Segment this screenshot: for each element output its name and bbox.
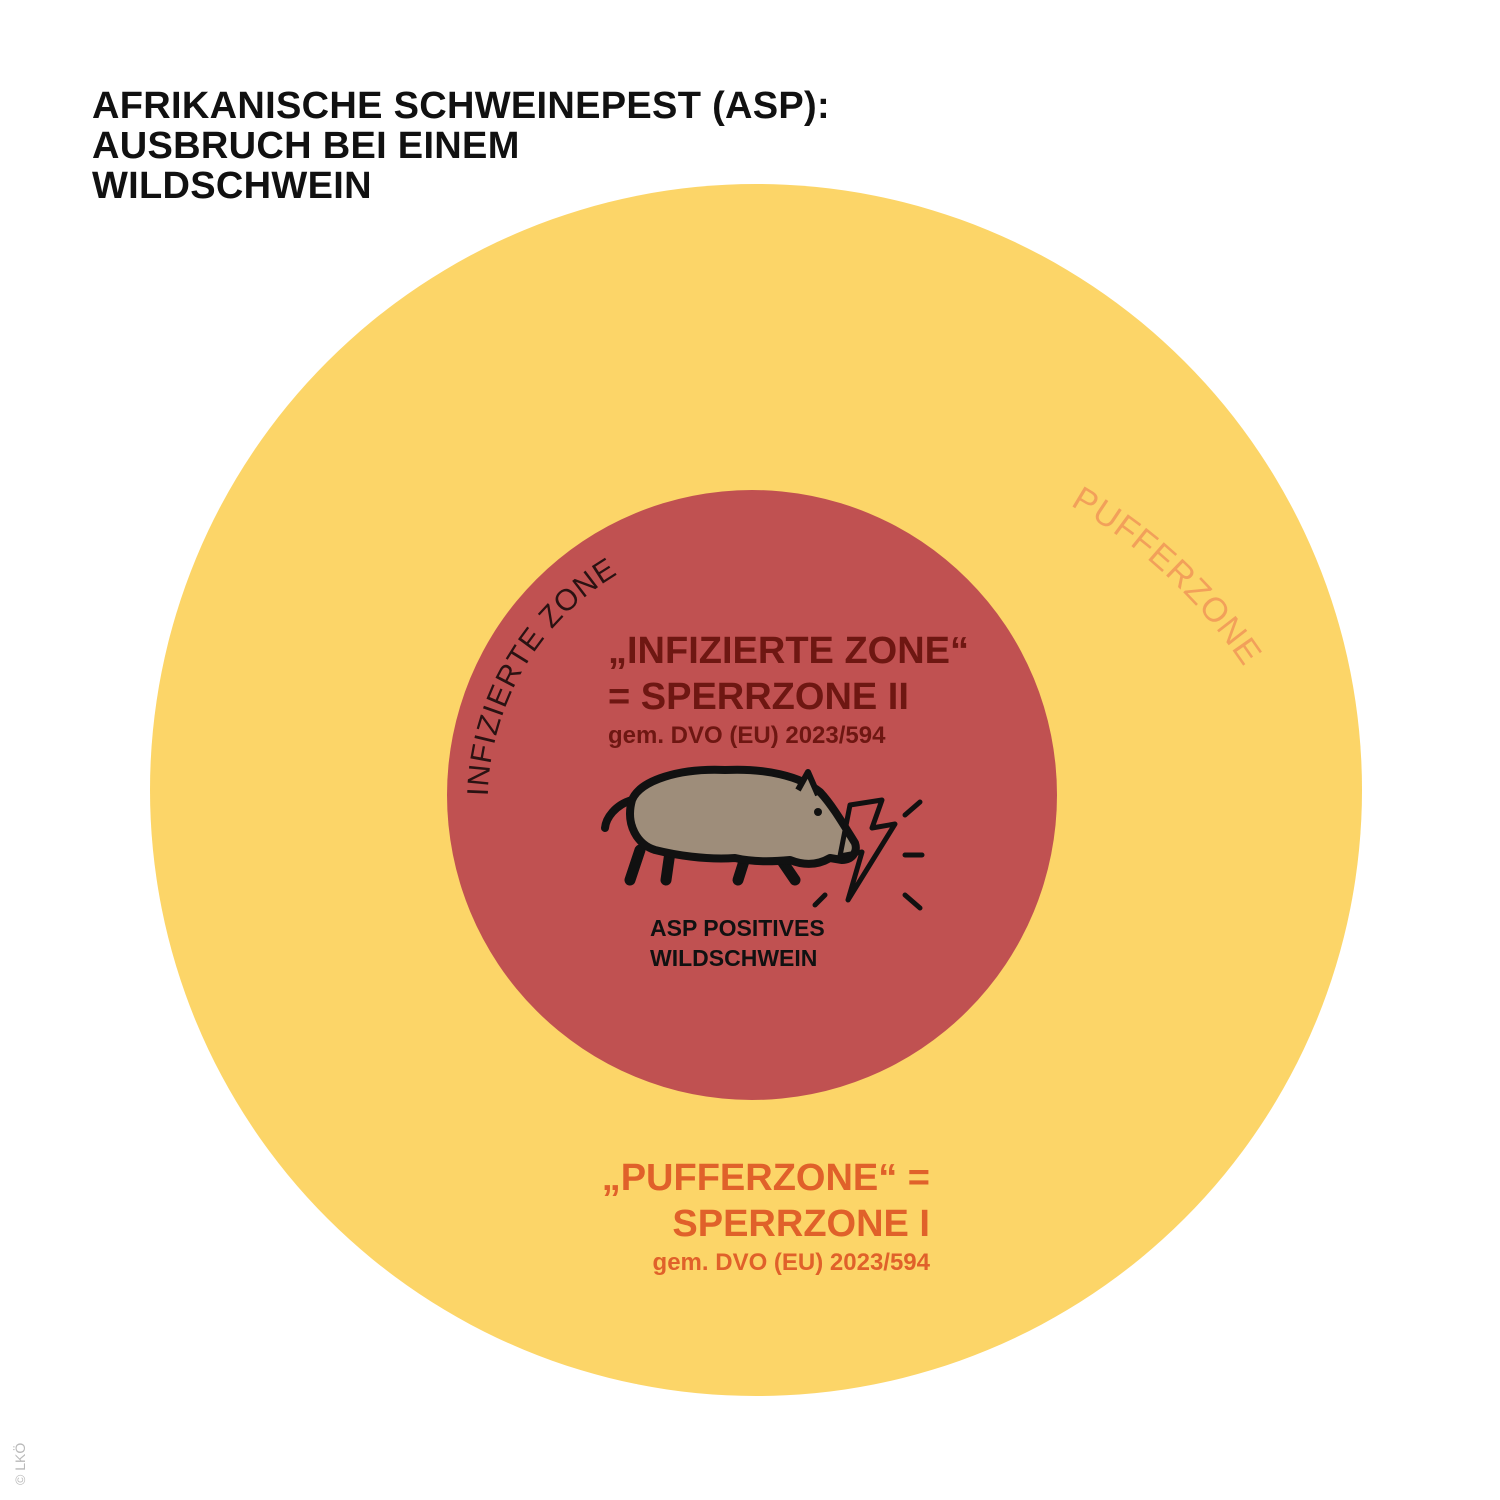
pufferzone-label-line2: SPERRZONE I <box>672 1203 930 1245</box>
title-line-2: AUSBRUCH BEI EINEM <box>92 125 520 167</box>
infizierte-zone-label-line1: „INFIZIERTE ZONE“ <box>608 630 969 672</box>
pufferzone-label: „PUFFERZONE“ = SPERRZONE I gem. DVO (EU)… <box>602 1155 930 1279</box>
pufferzone-regulation: gem. DVO (EU) 2023/594 <box>652 1249 930 1276</box>
pufferzone-label-line1: „PUFFERZONE“ = <box>601 1157 930 1199</box>
title-line-3: WILDSCHWEIN <box>92 165 372 207</box>
page-title: AFRIKANISCHE SCHWEINEPEST (ASP): AUSBRUC… <box>92 86 830 206</box>
infizierte-zone-label-line2: = SPERRZONE II <box>608 676 909 718</box>
boar-label-line1: ASP POSITIVES <box>650 915 825 941</box>
copyright-notice: © LKÖ <box>12 1442 28 1485</box>
boar-label: ASP POSITIVES WILDSCHWEIN <box>650 913 825 973</box>
infizierte-zone-label: „INFIZIERTE ZONE“ = SPERRZONE II gem. DV… <box>608 628 969 752</box>
boar-label-line2: WILDSCHWEIN <box>650 945 818 971</box>
title-line-1: AFRIKANISCHE SCHWEINEPEST (ASP): <box>92 85 830 127</box>
boar-lightning-icon <box>601 765 925 911</box>
infizierte-zone-regulation: gem. DVO (EU) 2023/594 <box>608 722 886 749</box>
